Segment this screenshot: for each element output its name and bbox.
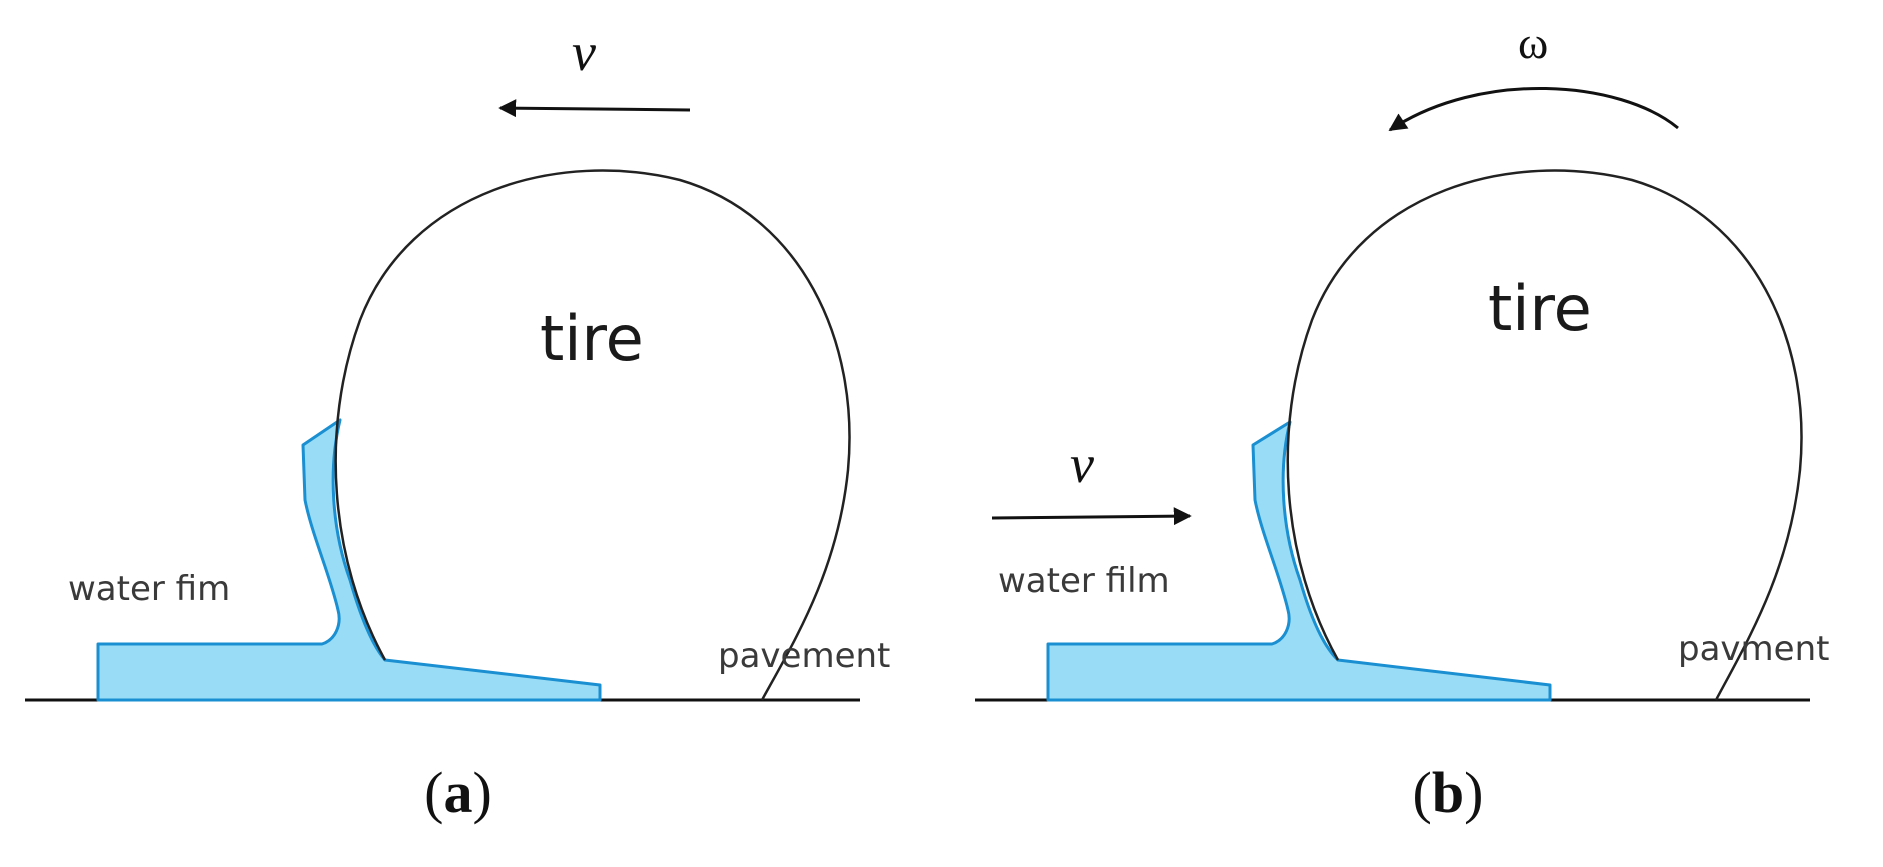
panel-b: ω v tire water film pavment (b) (975, 17, 1829, 825)
velocity-arrow-icon (991, 507, 1192, 526)
water-film-label: water fim (68, 569, 230, 609)
water-film-shape (96, 418, 602, 702)
velocity-label: v (1070, 434, 1094, 494)
panel-a: v tire water fim pavement (a) (25, 22, 890, 825)
caption-b: (b) (1413, 760, 1484, 825)
water-film-label: water film (998, 561, 1170, 601)
pavement-label: pavment (1678, 629, 1829, 669)
tire-label: tire (540, 302, 644, 375)
velocity-label: v (572, 22, 596, 82)
tire-outline (1286, 169, 1803, 701)
tire-outline (334, 169, 851, 701)
rotation-label: ω (1518, 17, 1548, 68)
tire-label: tire (1488, 272, 1592, 345)
pavement-label: pavement (718, 636, 890, 676)
caption-a: (a) (424, 760, 492, 825)
rotation-arrow-icon (1388, 87, 1679, 132)
velocity-arrow-icon (498, 99, 691, 118)
